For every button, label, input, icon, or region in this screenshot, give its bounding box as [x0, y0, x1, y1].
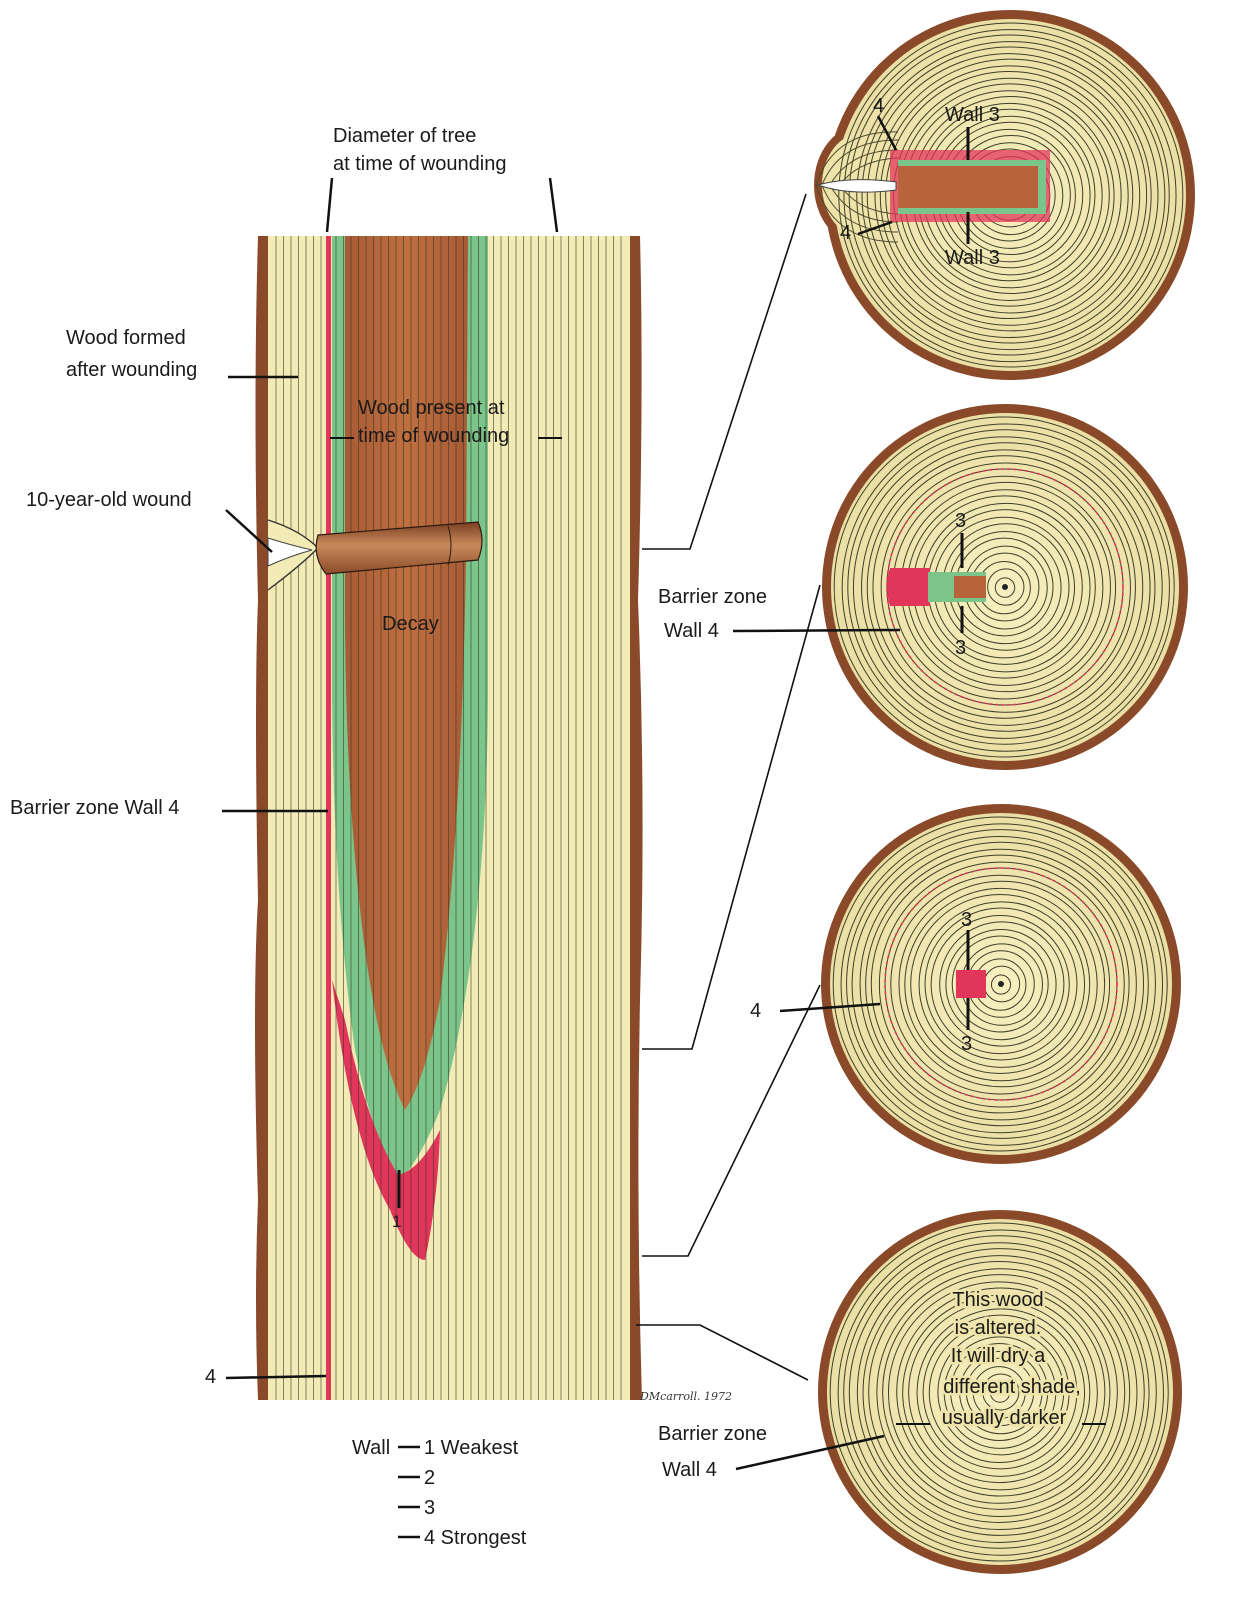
section2-decay — [954, 576, 986, 598]
section4-barrier-label-line2: Wall 4 — [662, 1459, 717, 1481]
cross-section-3: 3 3 4 — [750, 804, 1181, 1164]
section3-red-core — [956, 970, 986, 998]
section2-barrier-leader — [733, 630, 900, 631]
longitudinal-section: Diameter of tree at time of wounding Woo… — [10, 125, 732, 1403]
section3-top-label: 3 — [961, 909, 972, 931]
bark-right — [628, 236, 643, 1400]
diameter-label-line2: at time of wounding — [333, 153, 506, 175]
diameter-leader-left — [327, 178, 332, 232]
legend-item-1: 1 Weakest — [424, 1437, 519, 1459]
section1-decay — [898, 166, 1038, 208]
legend-head: Wall — [352, 1437, 390, 1459]
pith-dot — [998, 981, 1004, 987]
wood-formed-label-line1: Wood formed — [66, 327, 186, 349]
section2-barrier-label-line1: Barrier zone — [658, 586, 767, 608]
wood-present-label-line1: Wood present at — [358, 397, 505, 419]
section1-wall4-top: 4 — [873, 95, 884, 117]
wound-label: 10-year-old wound — [26, 489, 192, 511]
section2-bottom-label: 3 — [955, 637, 966, 659]
connector-section-2 — [642, 585, 820, 1049]
legend-item-2: 2 — [424, 1467, 435, 1489]
connector-section-1 — [642, 194, 806, 549]
wood-present-label-line2: time of wounding — [358, 425, 509, 447]
connector-section-4 — [636, 1325, 808, 1380]
pith-dot — [1002, 584, 1008, 590]
wood-formed-label-line2: after wounding — [66, 359, 197, 381]
legend-item-4: 4 Strongest — [424, 1527, 527, 1549]
diameter-label-line1: Diameter of tree — [333, 125, 476, 147]
section4-note-line3: It will dry a — [951, 1345, 1046, 1367]
connector-lines — [636, 194, 820, 1380]
section3-wall4-label: 4 — [750, 1000, 761, 1022]
wall-strength-legend: Wall 1 Weakest 2 3 4 Strongest — [352, 1437, 527, 1549]
section1-wall4-bottom: 4 — [840, 222, 851, 244]
artist-signature: DMcarroll. 1972 — [639, 1390, 732, 1403]
cross-section-2: 3 3 Barrier zone Wall 4 — [658, 404, 1188, 770]
section4-note-line5: usually darker — [942, 1407, 1067, 1429]
decay-label: Decay — [382, 613, 439, 635]
cross-section-1: Wall 3 Wall 3 4 4 — [814, 10, 1195, 380]
section1-wall3-bottom: Wall 3 — [945, 247, 1000, 269]
section4-note-line4: different shade, — [943, 1376, 1081, 1398]
legend-item-3: 3 — [424, 1497, 435, 1519]
barrier-zone-label: Barrier zone Wall 4 — [10, 797, 179, 819]
wall1-marker-label: 1 — [392, 1212, 401, 1231]
section4-note-line1: This wood — [952, 1289, 1043, 1311]
section3-bottom-label: 3 — [961, 1033, 972, 1055]
section2-top-label: 3 — [955, 510, 966, 532]
section4-note-line2: is altered. — [955, 1317, 1042, 1339]
wall4-marker-label: 4 — [205, 1366, 216, 1388]
connector-section-3 — [642, 985, 820, 1256]
section1-wall3-top: Wall 3 — [945, 104, 1000, 126]
bark-left — [255, 236, 270, 1400]
section2-barrier-red — [887, 568, 930, 606]
cross-section-4: This wood is altered. It will dry a diff… — [658, 1210, 1182, 1574]
section4-barrier-label-line1: Barrier zone — [658, 1423, 767, 1445]
section2-barrier-label-line2: Wall 4 — [664, 620, 719, 642]
barrier-zone-line — [326, 236, 331, 1400]
diameter-leader-right — [550, 178, 557, 232]
